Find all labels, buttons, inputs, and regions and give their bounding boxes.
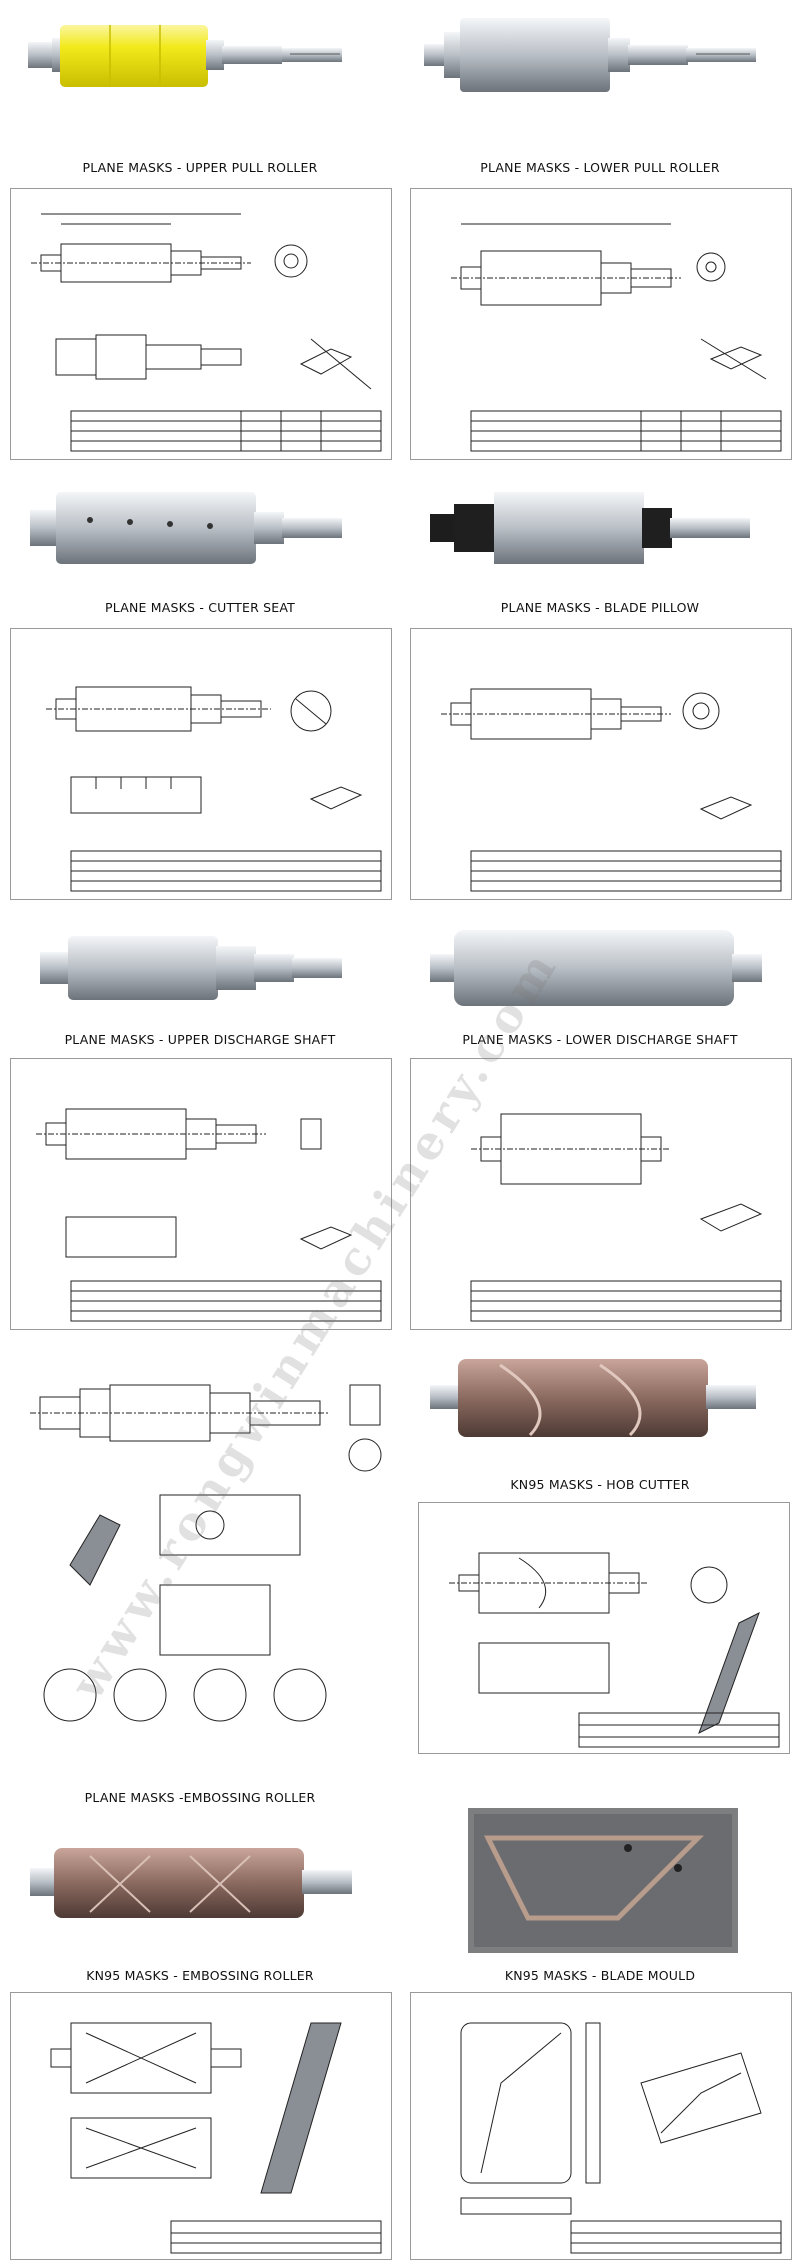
- blade-pillow-drawing: [410, 628, 792, 900]
- caption-upper-discharge-shaft: PLANE MASKS - UPPER DISCHARGE SHAFT: [64, 1032, 336, 1047]
- blade-pillow-photo: [410, 478, 790, 578]
- cutter-seat-photo: [10, 478, 390, 578]
- kn95-embossing-roller-drawing: [10, 1992, 392, 2260]
- caption-lower-discharge-shaft: PLANE MASKS - LOWER DISCHARGE SHAFT: [462, 1032, 738, 1047]
- caption-cutter-seat: PLANE MASKS - CUTTER SEAT: [105, 600, 295, 615]
- cutter-seat-drawing: [10, 628, 392, 900]
- caption-kn95-embossing-roller: KN95 MASKS - EMBOSSING ROLLER: [86, 1968, 314, 1983]
- upper-discharge-shaft-drawing: [10, 1058, 392, 1330]
- kn95-embossing-roller-photo: [10, 1832, 390, 1932]
- caption-upper-pull-roller: PLANE MASKS - UPPER PULL ROLLER: [82, 160, 318, 175]
- caption-kn95-blade-mould: KN95 MASKS - BLADE MOULD: [504, 1968, 696, 1983]
- upper-pull-roller-drawing: [10, 188, 392, 460]
- kn95-hob-cutter-drawing: [418, 1502, 790, 1754]
- caption-kn95-hob-cutter: KN95 MASKS - HOB CUTTER: [510, 1477, 690, 1492]
- lower-discharge-shaft-photo: [410, 918, 790, 1018]
- lower-discharge-shaft-drawing: [410, 1058, 792, 1330]
- lower-pull-roller-photo: [410, 10, 790, 100]
- embossing-roller-drawing: [10, 1345, 390, 1745]
- caption-embossing-roller: PLANE MASKS -EMBOSSING ROLLER: [84, 1790, 316, 1805]
- kn95-hob-cutter-photo: [410, 1345, 790, 1450]
- kn95-blade-mould-drawing: [410, 1992, 792, 2260]
- caption-blade-pillow: PLANE MASKS - BLADE PILLOW: [500, 600, 700, 615]
- lower-pull-roller-drawing: [410, 188, 792, 460]
- kn95-blade-mould-photo: [468, 1808, 738, 1953]
- upper-discharge-shaft-photo: [10, 918, 390, 1018]
- upper-pull-roller-photo: [10, 10, 390, 100]
- caption-lower-pull-roller: PLANE MASKS - LOWER PULL ROLLER: [480, 160, 720, 175]
